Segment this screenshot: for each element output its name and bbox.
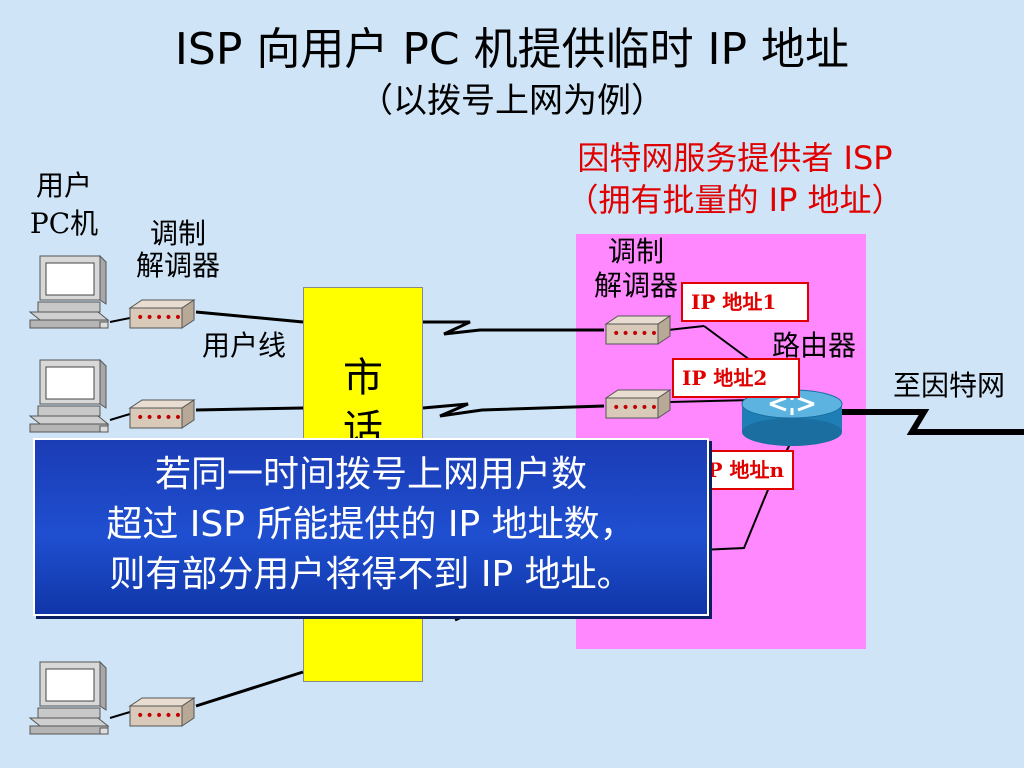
slide-title: ISP 向用户 PC 机提供临时 IP 地址 — [174, 24, 850, 75]
isp-title: 因特网服务提供者 ISP — [577, 139, 893, 177]
slide-subtitle: （以拨号上网为例） — [359, 81, 665, 121]
user-modem-n — [129, 697, 195, 727]
user-pc-2 — [29, 359, 109, 433]
router-label: 路由器 — [771, 329, 856, 362]
warning-banner: 若同一时间拨号上网用户数 超过 ISP 所能提供的 IP 地址数， 则有部分用户… — [33, 438, 709, 616]
trunk-line-1 — [423, 320, 604, 336]
user-line-label: 用户线 — [201, 329, 286, 362]
exchange-char-1: 市 — [343, 355, 383, 401]
user-line-n — [195, 670, 304, 708]
isp-modem-1 — [605, 315, 671, 345]
banner-line-1: 若同一时间拨号上网用户数 — [154, 454, 587, 495]
user-modem-label-line1: 调制 — [149, 217, 206, 250]
banner-line-3: 则有部分用户将得不到 IP 地址。 — [109, 554, 633, 595]
ip-address-2: IP 地址2 — [672, 358, 800, 398]
user-modem-2 — [129, 399, 195, 429]
user-line-1 — [195, 310, 304, 324]
isp-modem-label-line2: 解调器 — [593, 269, 678, 302]
user-line-2 — [195, 406, 304, 412]
banner-line-2: 超过 ISP 所能提供的 IP 地址数， — [106, 504, 636, 545]
router-icon — [741, 389, 843, 446]
to-internet-label: 至因特网 — [892, 369, 1005, 402]
internet-link — [842, 409, 1024, 435]
user-pc-n — [29, 661, 109, 735]
user-pc-1 — [29, 255, 109, 329]
ip-address-1: IP 地址1 — [681, 282, 809, 322]
user-modem-label-line2: 解调器 — [135, 249, 220, 282]
isp-modem-label-line1: 调制 — [607, 235, 664, 268]
user-modem-1 — [129, 299, 195, 329]
user-pc-label-line2: PC机 — [29, 207, 99, 240]
trunk-line-2 — [422, 402, 605, 418]
isp-subtitle: （拥有批量的 IP 地址） — [566, 181, 904, 219]
isp-modem-2 — [605, 389, 671, 419]
user-pc-label-line1: 用户 — [35, 169, 92, 202]
